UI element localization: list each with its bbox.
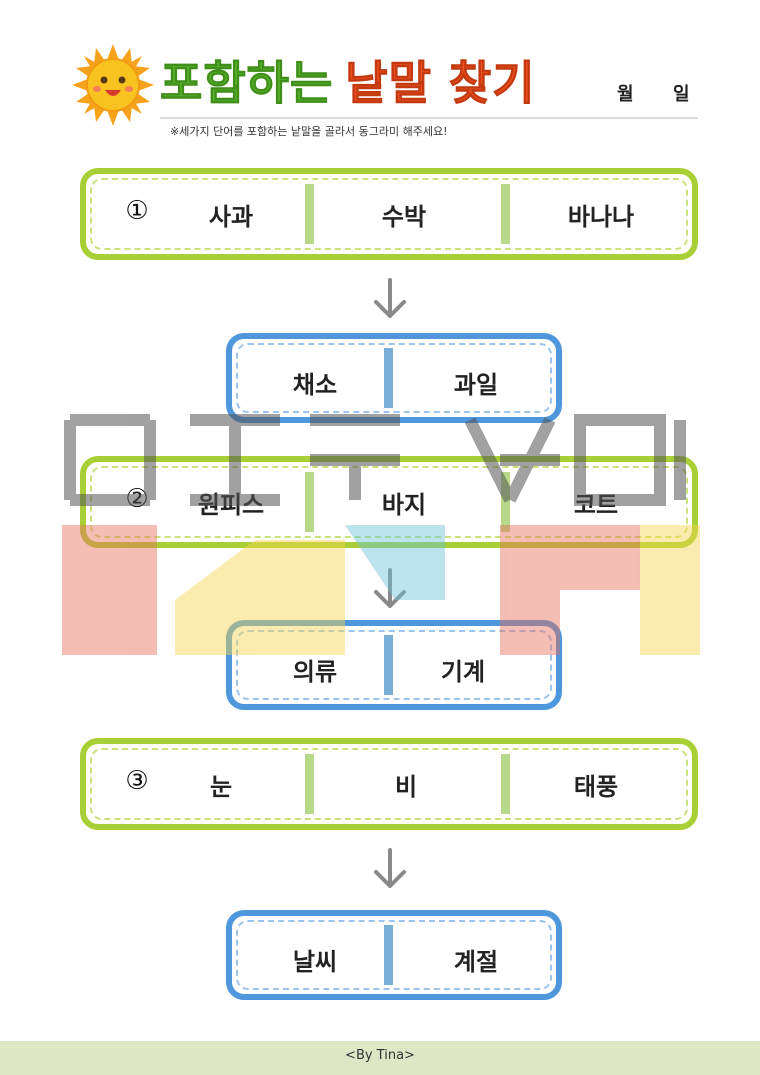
question-3-word-1: 눈 bbox=[209, 773, 233, 801]
question-1-box bbox=[80, 168, 698, 260]
down-arrow-icon bbox=[374, 568, 406, 608]
header-divider bbox=[160, 117, 698, 119]
down-arrow-icon bbox=[374, 848, 406, 888]
question-2-word-2: 바지 bbox=[381, 491, 427, 519]
question-3-word-2: 비 bbox=[394, 773, 418, 801]
month-label: 월 bbox=[617, 84, 634, 105]
answer-2-divider bbox=[384, 635, 393, 695]
answer-1-choice-2[interactable]: 과일 bbox=[453, 371, 499, 399]
footer-credit: <By Tina> bbox=[0, 1041, 760, 1075]
instruction-text: ※세가지 단어를 포함하는 낱말을 골라서 동그라미 해주세요! bbox=[170, 125, 448, 138]
title-part-1: 포함하는 bbox=[159, 56, 334, 111]
answer-2-box bbox=[226, 620, 562, 710]
answer-2-choice-1[interactable]: 의류 bbox=[292, 658, 338, 686]
down-arrow-icon bbox=[374, 278, 406, 318]
question-3-box bbox=[80, 738, 698, 830]
question-2-divider-2 bbox=[501, 472, 510, 532]
answer-1-choice-1[interactable]: 채소 bbox=[292, 371, 338, 399]
answer-3-choice-1[interactable]: 날씨 bbox=[292, 948, 338, 976]
question-3-divider-1 bbox=[305, 754, 314, 814]
question-1-word-3: 바나나 bbox=[567, 203, 635, 231]
question-3-word-3: 태풍 bbox=[573, 773, 619, 801]
sun-mascot-icon bbox=[72, 44, 154, 126]
question-2-number: ② bbox=[125, 484, 149, 514]
question-2-word-1: 원피스 bbox=[197, 491, 265, 519]
page-title: 포함하는 낱말 찾기 bbox=[159, 48, 536, 112]
day-label: 일 bbox=[673, 84, 690, 105]
answer-1-divider bbox=[384, 348, 393, 408]
answer-3-box bbox=[226, 910, 562, 1000]
question-1-divider-1 bbox=[305, 184, 314, 244]
answer-3-divider bbox=[384, 925, 393, 985]
question-1-word-1: 사과 bbox=[208, 203, 254, 231]
question-1-divider-2 bbox=[501, 184, 510, 244]
question-3-divider-2 bbox=[501, 754, 510, 814]
answer-3-choice-2[interactable]: 계절 bbox=[453, 948, 499, 976]
answer-2-choice-2[interactable]: 기계 bbox=[440, 658, 486, 686]
question-3-number: ③ bbox=[125, 766, 149, 796]
title-part-2: 낱말 찾기 bbox=[345, 56, 536, 111]
question-1-word-2: 수박 bbox=[381, 203, 427, 231]
question-2-divider-1 bbox=[305, 472, 314, 532]
question-2-word-3: 코트 bbox=[573, 491, 619, 519]
answer-1-box bbox=[226, 333, 562, 423]
question-1-number: ① bbox=[125, 196, 149, 226]
